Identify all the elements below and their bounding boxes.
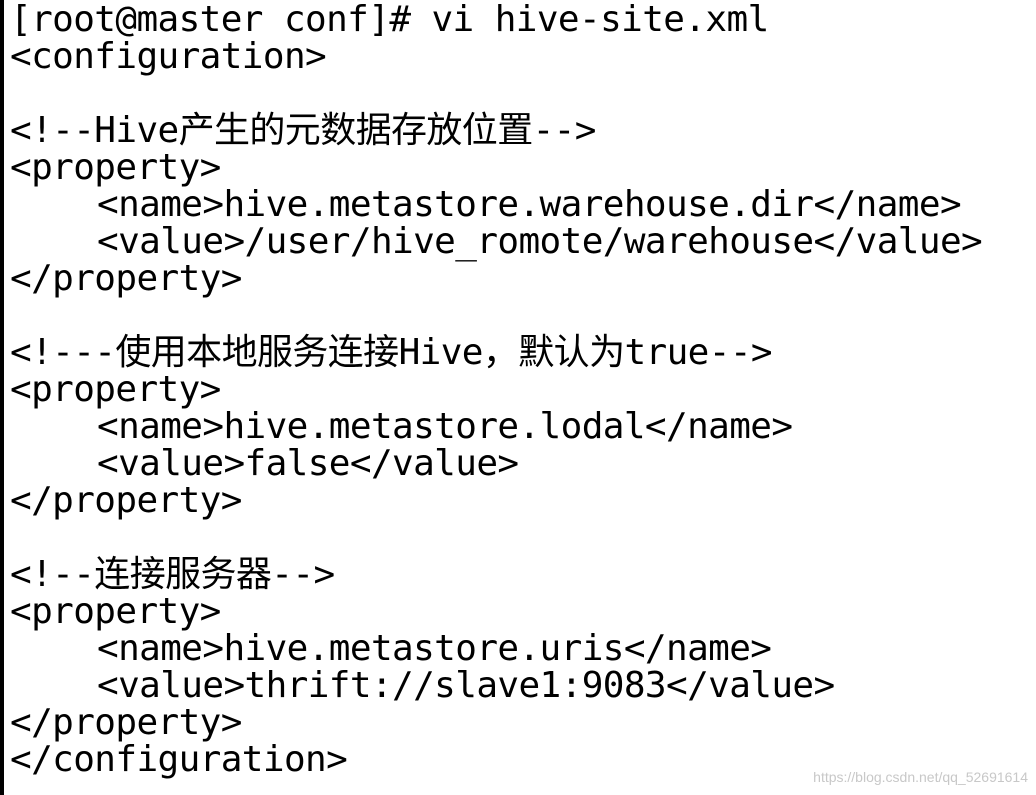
code-line-comment: <!--Hive产生的元数据存放位置--> [10,110,596,151]
code-line-property-close: </property> [10,480,242,521]
code-line-blank [10,297,1034,334]
watermark-text: https://blog.csdn.net/qq_52691614 [813,769,1028,785]
code-line-property-open: <property> [10,591,221,632]
code-line-blank [10,75,1034,112]
code-line-blank [10,519,1034,556]
file-content[interactable]: [root@master conf]# vi hive-site.xml <co… [10,1,1034,778]
code-line-value: <value>false</value> [97,443,519,484]
code-line-value: <value>thrift://slave1:9083</value> [97,665,835,706]
code-line-name: <name>hive.metastore.warehouse.dir</name… [97,184,962,225]
code-line-name: <name>hive.metastore.uris</name> [97,628,772,669]
code-line-comment: <!--连接服务器--> [10,554,335,595]
code-line-property-open: <property> [10,369,221,410]
terminal-left-border [0,0,4,795]
code-line-configuration-open: <configuration> [10,36,327,77]
code-line-property-open: <property> [10,147,221,188]
code-line-property-close: </property> [10,702,242,743]
command-line: [root@master conf]# vi hive-site.xml [10,0,769,40]
code-line-comment: <!---使用本地服务连接Hive，默认为true--> [10,332,773,373]
code-line-name: <name>hive.metastore.lodal</name> [97,406,793,447]
code-line-property-close: </property> [10,258,242,299]
code-line-value: <value>/user/hive_romote/warehouse</valu… [97,221,983,262]
code-line-configuration-close: </configuration> [10,739,348,780]
